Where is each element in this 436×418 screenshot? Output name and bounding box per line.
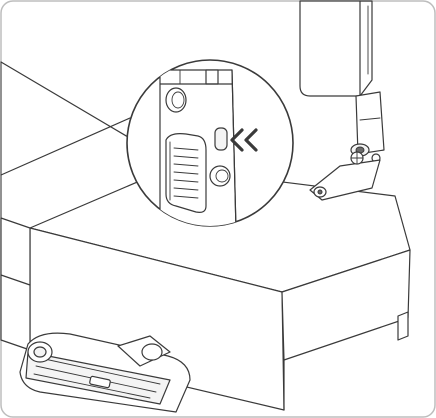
floor-brush-head xyxy=(19,332,191,413)
double-chevron-left-icon xyxy=(230,128,258,152)
room-background xyxy=(0,61,151,221)
vacuum-handle-unit xyxy=(299,0,385,201)
detail-magnifier xyxy=(126,59,294,227)
release-latch xyxy=(165,133,207,213)
